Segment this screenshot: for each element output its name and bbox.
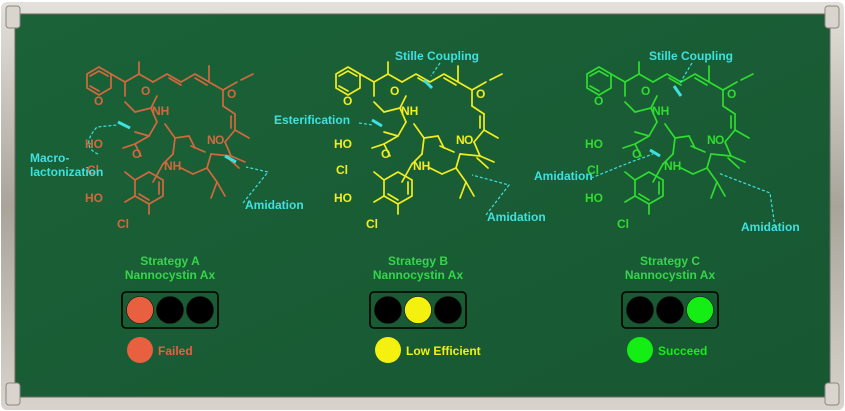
atom-label: HO xyxy=(585,137,603,151)
status-dot xyxy=(127,337,153,363)
leader-line xyxy=(430,62,441,77)
atom-label: HO xyxy=(85,191,103,205)
atom-label: O xyxy=(381,147,390,161)
traffic-light-lamp xyxy=(656,296,684,324)
status-label: Succeed xyxy=(658,344,707,358)
atom-label: Cl xyxy=(366,217,378,231)
reaction-label: lactonization xyxy=(30,165,103,179)
strategy-title: Strategy B xyxy=(388,254,448,268)
strategy-panel-1: OONOONHHONHOClHOClMacro-lactonizationAmi… xyxy=(30,61,304,363)
atom-label: O xyxy=(476,87,485,101)
atom-label: Cl xyxy=(117,217,129,231)
atom-label: Cl xyxy=(336,163,348,177)
atom-label: O xyxy=(715,133,724,147)
atom-label: O xyxy=(94,94,103,108)
atom-label: O xyxy=(641,84,650,98)
status-dot xyxy=(375,337,401,363)
atom-label: NH xyxy=(152,104,169,118)
traffic-light xyxy=(621,291,719,329)
bond-disconnection-mark xyxy=(672,85,683,97)
frame-corner-br xyxy=(824,382,840,406)
reaction-label: Stille Coupling xyxy=(395,49,479,63)
atom-label: O xyxy=(141,84,150,98)
atom-label: HO xyxy=(85,137,103,151)
frame-corner-tr xyxy=(824,5,840,29)
reaction-label: Esterification xyxy=(274,113,350,127)
atom-label: O xyxy=(727,87,736,101)
atom-label: O xyxy=(227,87,236,101)
compound-name: Nannocystin Ax xyxy=(125,268,216,282)
atom-label: O xyxy=(132,147,141,161)
compound-name: Nannocystin Ax xyxy=(625,268,716,282)
traffic-light-lamp xyxy=(686,296,714,324)
atom-label: O xyxy=(390,84,399,98)
traffic-light-lamp xyxy=(374,296,402,324)
atom-label: Cl xyxy=(587,163,599,177)
traffic-light-lamp xyxy=(186,296,214,324)
reaction-label: Amidation xyxy=(487,210,546,224)
reaction-label: Amidation xyxy=(534,169,593,183)
atom-label: HO xyxy=(334,191,352,205)
reaction-label: Amidation xyxy=(245,198,304,212)
leader-line xyxy=(717,172,776,228)
atom-label: N xyxy=(456,133,465,147)
atom-label: O xyxy=(215,133,224,147)
status-label: Low Efficient xyxy=(406,344,481,358)
strategy-title: Strategy C xyxy=(640,254,700,268)
traffic-light xyxy=(369,291,467,329)
bond-disconnection-mark xyxy=(422,78,434,90)
traffic-light-lamp xyxy=(404,296,432,324)
atom-label: HO xyxy=(334,137,352,151)
atom-label: HO xyxy=(585,191,603,205)
atom-label: NH xyxy=(664,159,681,173)
leader-line xyxy=(471,174,511,216)
atom-label: O xyxy=(464,133,473,147)
leader-line xyxy=(679,62,693,84)
frame-corner-tl xyxy=(5,5,21,29)
traffic-light-lamp xyxy=(126,296,154,324)
bond-disconnection-mark xyxy=(371,118,383,128)
atom-label: O xyxy=(594,94,603,108)
atom-label: NH xyxy=(401,104,418,118)
atom-label: O xyxy=(343,94,352,108)
reaction-label: Macro- xyxy=(30,151,69,165)
status-label: Failed xyxy=(158,344,193,358)
traffic-light-lamp xyxy=(156,296,184,324)
bond-disconnection-mark xyxy=(117,120,131,130)
atom-label: N xyxy=(707,133,716,147)
compound-name: Nannocystin Ax xyxy=(373,268,464,282)
atom-label: O xyxy=(632,147,641,161)
traffic-light-lamp xyxy=(626,296,654,324)
atom-label: NH xyxy=(652,104,669,118)
traffic-light-lamp xyxy=(434,296,462,324)
traffic-light xyxy=(121,291,219,329)
reaction-label: Amidation xyxy=(741,220,800,234)
strategy-title: Strategy A xyxy=(140,254,200,268)
bond-disconnection-mark xyxy=(649,148,661,158)
atom-label: Cl xyxy=(617,217,629,231)
leader-line xyxy=(88,124,118,155)
atom-label: NH xyxy=(413,159,430,173)
frame-corner-bl xyxy=(5,382,21,406)
reaction-label: Stille Coupling xyxy=(649,49,733,63)
bond-disconnection-mark xyxy=(224,154,237,164)
atom-label: N xyxy=(207,133,216,147)
atom-label: NH xyxy=(164,159,181,173)
status-dot xyxy=(627,337,653,363)
leader-line xyxy=(358,122,374,126)
atom-label: Cl xyxy=(87,163,99,177)
